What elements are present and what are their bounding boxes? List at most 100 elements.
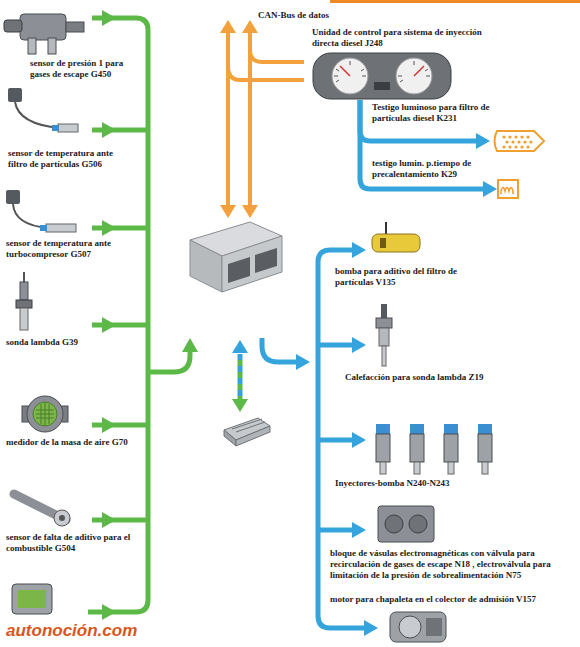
actuator-bus-part xyxy=(262,338,298,362)
injector-part xyxy=(410,434,424,462)
filter-icon xyxy=(490,128,548,154)
arrow-head-part xyxy=(220,20,236,33)
temperature-sensor-part xyxy=(52,125,59,131)
heater-element-part xyxy=(381,304,387,318)
fuel-component xyxy=(12,584,52,614)
actuator-bus-part xyxy=(318,343,354,348)
heater-element-part xyxy=(379,328,389,346)
lambda-probe-part xyxy=(20,308,28,330)
arrow-head-part xyxy=(102,512,116,528)
throttle-motor-part xyxy=(390,612,446,642)
sensor-bus-part xyxy=(92,323,148,328)
connector-part xyxy=(224,418,270,446)
filter-icon-part-part xyxy=(520,145,523,148)
lambda-probe xyxy=(16,272,32,330)
throttle-motor-part xyxy=(399,616,421,638)
actuator-bus-part xyxy=(318,438,354,443)
arrow-head-part xyxy=(352,522,366,538)
additive-pump-part xyxy=(385,222,387,234)
filter-icon-part xyxy=(495,131,545,151)
filter-icon-part-part xyxy=(505,140,508,143)
filter-icon-part-part xyxy=(517,140,520,143)
temperature-sensor-part xyxy=(8,88,22,102)
warning-lamp-node: Testigo luminoso para filtro de partícul… xyxy=(490,128,548,154)
part-label: sensor de presión 1 para gases de escape… xyxy=(30,58,142,80)
heater-element xyxy=(376,304,392,366)
arrow-head xyxy=(102,10,198,620)
injector-part xyxy=(444,434,458,462)
connector-part-part xyxy=(232,419,265,432)
arrow-head-part xyxy=(242,205,258,218)
part-label: sonda lambda G39 xyxy=(6,337,126,348)
can-bus-part xyxy=(250,50,304,62)
part-label: bloque de vásulas electromagnéticas con … xyxy=(330,548,570,580)
injector-part xyxy=(410,424,424,434)
filter-icon-part-part xyxy=(529,140,532,143)
filter-icon-part-part xyxy=(514,135,517,138)
temperature-sensor-part xyxy=(13,204,48,228)
part-label: Calefacción para sonda lambda Z19 xyxy=(345,372,535,383)
part-label: sensor de falta de aditivo para el combu… xyxy=(6,532,141,554)
filter-icon-part-part xyxy=(508,135,511,138)
arrow-head-part xyxy=(242,20,258,33)
pressure-sensor xyxy=(4,14,84,54)
instrument-cluster xyxy=(312,52,452,100)
arrow-head-part xyxy=(102,604,116,620)
part-label: Inyectores-bomba N240-N243 xyxy=(335,478,515,489)
part-label: medidor de la masa de aire G70 xyxy=(6,437,138,448)
can-bus xyxy=(228,30,304,208)
arrow-head-part xyxy=(102,417,116,433)
valve-block-part xyxy=(409,515,427,533)
lamp-label: Testigo luminoso para filtro de partícul… xyxy=(372,102,512,124)
additive-pump-part xyxy=(380,238,386,248)
injector-part xyxy=(444,424,458,434)
injector xyxy=(376,424,492,474)
filter-icon-part-part xyxy=(526,145,529,148)
control-unit-part xyxy=(190,240,222,292)
diagnostic-link-part xyxy=(238,360,243,400)
lamp-label: Unidad de control para sistema de inyecc… xyxy=(312,27,482,49)
part-label: motor para chapaleta en el colector de a… xyxy=(330,594,570,605)
can-bus-part xyxy=(228,66,304,80)
actuator-bus-part xyxy=(318,528,354,533)
top-bar xyxy=(330,0,580,3)
pressure-sensor-part xyxy=(28,38,36,54)
temperature-sensor-part xyxy=(40,225,47,231)
part-label: bomba para aditivo del filtro de partícu… xyxy=(335,266,465,288)
part-label: sensor de temperatura ante filtro de par… xyxy=(8,148,133,170)
valve-block xyxy=(378,506,434,542)
heater-element-part xyxy=(382,346,386,366)
glow-icon-part xyxy=(501,188,513,195)
diagnostic-link-part xyxy=(238,354,243,400)
additive-pump xyxy=(372,222,420,252)
filter-icon-part-part xyxy=(514,145,517,148)
sensor-bus-part xyxy=(92,518,148,523)
temperature-sensor-part xyxy=(15,102,60,128)
heater-element-part xyxy=(376,318,392,328)
pressure-sensor-part xyxy=(20,14,66,40)
filter-icon-part-part xyxy=(502,135,505,138)
filter-icon-part-part xyxy=(526,135,529,138)
sensor-bus xyxy=(88,18,190,612)
air-mass-meter-part xyxy=(33,402,57,426)
arrow-head-part xyxy=(352,432,366,448)
throttle-motor-part xyxy=(426,618,442,636)
injector-part xyxy=(376,434,390,462)
part-label: sensor de temperatura ante turbocompreso… xyxy=(6,238,128,260)
arrow-head-part xyxy=(352,337,366,353)
temperature-sensor-part xyxy=(46,224,76,232)
filter-icon-part-part xyxy=(523,140,526,143)
instrument-cluster-node: Unidad de control para sistema de inyecc… xyxy=(312,52,452,100)
arrow-head-part xyxy=(182,338,198,352)
filter-icon-part-part xyxy=(511,140,514,143)
sensor-bus-part xyxy=(92,128,148,133)
diagnostic-link-part xyxy=(232,399,248,412)
connector-part-part xyxy=(236,426,270,446)
temperature-sensor xyxy=(6,190,76,232)
arrow-head-part xyxy=(102,122,116,138)
control-unit-part xyxy=(255,248,277,273)
air-mass-meter-part xyxy=(27,396,63,432)
watermark: autonoción.com xyxy=(6,621,166,641)
sensor-bus-part xyxy=(92,423,148,428)
